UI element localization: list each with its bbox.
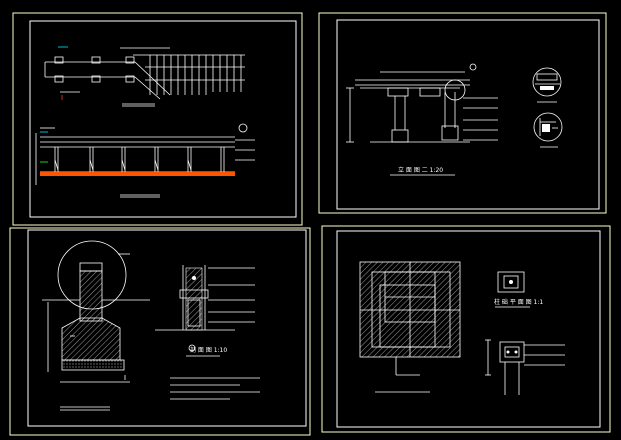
sheet-1-outer-frame xyxy=(12,12,303,226)
gate-elevation: 立 面 图 二 1:20 xyxy=(346,63,498,176)
sheet-3-outer-frame xyxy=(9,227,311,436)
sheet-2-outer-frame xyxy=(318,12,607,214)
detail-callout-b xyxy=(533,112,563,148)
sheet-3: 剖 面 图 1:10 xyxy=(9,227,311,436)
sheet-2: 立 面 图 二 1:20 xyxy=(318,12,607,214)
sheet-2-inner-frame xyxy=(336,19,600,210)
sheet-2-caption: 立 面 图 二 1:20 xyxy=(398,166,443,174)
pergola-elevation-view xyxy=(35,123,255,198)
detail-callout-a xyxy=(532,67,562,103)
sheet-4-caption: 柱 础 平 面 图 1:1 xyxy=(494,298,543,306)
sheet-4-outer-frame xyxy=(321,225,611,433)
sheet-3-caption: 剖 面 图 1:10 xyxy=(190,346,227,354)
sheet-3-inner-frame xyxy=(27,229,307,427)
column-joint-section: 剖 面 图 1:10 xyxy=(155,265,255,357)
sheet-4-inner-frame xyxy=(336,230,601,428)
column-base-section xyxy=(42,240,150,411)
sheet-4: 柱 础 平 面 图 1:1 xyxy=(321,225,611,433)
column-cap-section xyxy=(485,339,565,395)
pergola-plan-view xyxy=(44,46,245,107)
sheet-1-inner-frame xyxy=(29,20,297,218)
sheet-1 xyxy=(12,12,303,226)
footing-plan xyxy=(359,261,461,393)
column-cap-plan: 柱 础 平 面 图 1:1 xyxy=(494,271,543,308)
sheet-3-notes xyxy=(170,377,260,400)
